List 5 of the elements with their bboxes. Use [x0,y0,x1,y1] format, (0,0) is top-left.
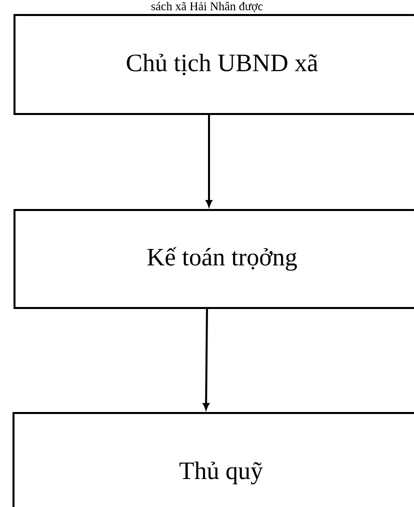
arrow [206,115,212,207]
process-box: Chủ tịch UBND xã [14,14,414,115]
process-box: Kế toán trọởng [14,209,414,309]
process-box: Thủ quỹ [12,412,414,507]
arrow [202,309,210,410]
